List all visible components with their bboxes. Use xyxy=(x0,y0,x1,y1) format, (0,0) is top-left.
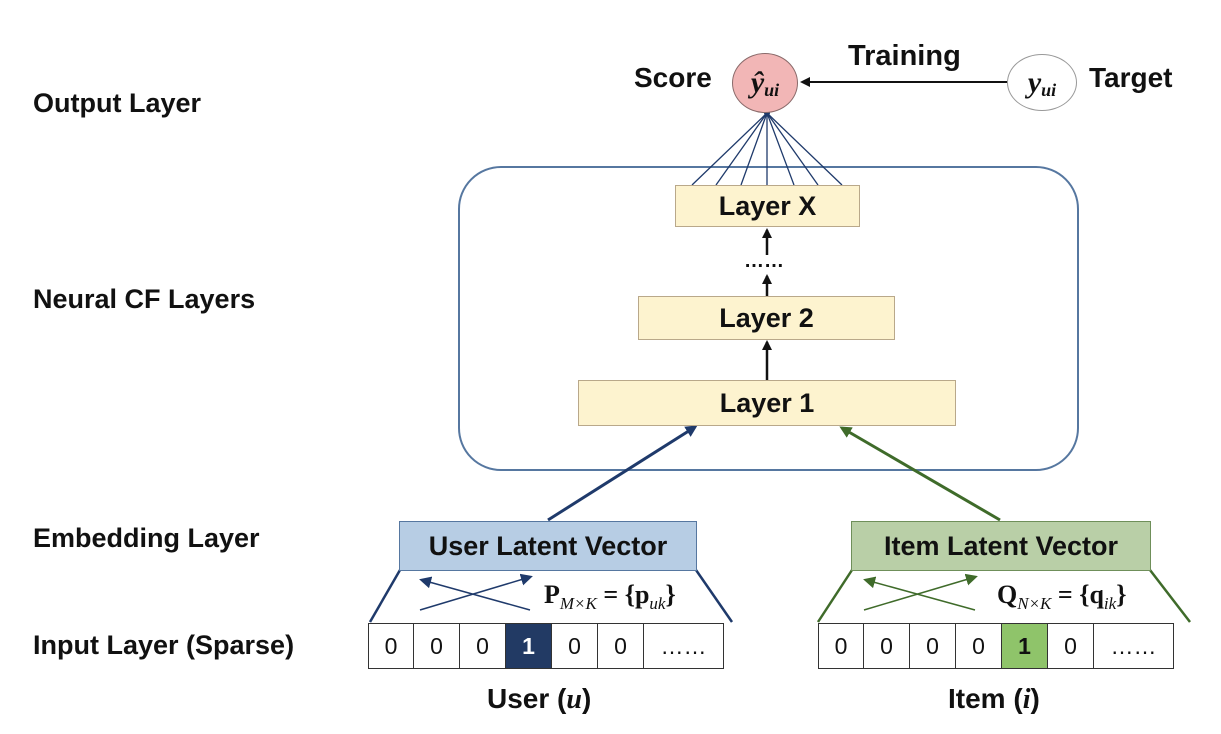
user-to-layer1-arrow xyxy=(547,425,698,522)
user-input-active-cell: 1 xyxy=(506,623,552,669)
item-embedding-cross-arrows xyxy=(863,573,978,611)
item-matrix-symbol: Q xyxy=(997,580,1018,609)
item-input-cell: 0 xyxy=(910,623,956,669)
item-caption-suffix: ) xyxy=(1030,683,1040,714)
input-layer-label: Input Layer (Sparse) xyxy=(33,630,295,660)
user-embedding-formula: PM×K = {puk} xyxy=(544,580,676,614)
item-input-cell: …… xyxy=(1094,623,1174,669)
score-fan-lines xyxy=(691,112,843,186)
item-input-cell: 0 xyxy=(818,623,864,669)
item-caption-prefix: Item ( xyxy=(948,683,1023,714)
user-set-close: } xyxy=(665,580,676,609)
item-embedding-formula: QN×K = {qik} xyxy=(997,580,1126,614)
user-caption-prefix: User ( xyxy=(487,683,567,714)
score-subscript: ui xyxy=(764,80,780,101)
user-input-cell: …… xyxy=(644,623,724,669)
score-node: ŷui xyxy=(732,53,798,113)
user-matrix-dims: M×K xyxy=(559,594,597,614)
layer-1-box: Layer 1 xyxy=(578,380,956,426)
item-elem-subscript: ik xyxy=(1103,594,1117,614)
training-label: Training xyxy=(848,40,961,72)
embedding-layer-label: Embedding Layer xyxy=(33,523,260,553)
item-set-open: = { xyxy=(1051,580,1090,609)
user-elem-subscript: uk xyxy=(649,594,666,614)
neural-cf-container xyxy=(458,166,1079,471)
score-symbol: ŷ xyxy=(750,66,765,99)
item-set-close: } xyxy=(1116,580,1127,609)
layer-x-box: Layer X xyxy=(675,185,860,227)
target-subscript: ui xyxy=(1041,80,1057,101)
item-caption: Item (i) xyxy=(948,683,1040,716)
user-elem-symbol: p xyxy=(634,580,650,609)
user-input-cell: 0 xyxy=(552,623,598,669)
user-matrix-symbol: P xyxy=(544,580,560,609)
user-embedding-cross-arrows xyxy=(419,573,533,611)
user-caption-suffix: ) xyxy=(581,683,592,714)
user-caption-variable: u xyxy=(566,684,582,715)
user-embedding-trapezoid xyxy=(368,569,734,623)
target-label: Target xyxy=(1089,62,1173,93)
user-latent-vector: User Latent Vector xyxy=(399,521,697,571)
item-input-cell: 0 xyxy=(956,623,1002,669)
item-matrix-dims: N×K xyxy=(1017,594,1052,614)
score-label: Score xyxy=(634,62,712,93)
item-elem-symbol: q xyxy=(1089,580,1104,609)
target-symbol: y xyxy=(1027,66,1042,99)
item-embedding-trapezoid xyxy=(816,569,1191,623)
output-layer-label: Output Layer xyxy=(33,88,202,118)
item-caption-variable: i xyxy=(1022,684,1031,715)
user-input-cell: 0 xyxy=(414,623,460,669)
layer-2-box: Layer 2 xyxy=(638,296,895,340)
item-input-cell: 0 xyxy=(1048,623,1094,669)
user-input-cell: 0 xyxy=(368,623,414,669)
target-node: yui xyxy=(1007,54,1077,111)
item-to-layer1-arrow xyxy=(839,426,1001,522)
user-set-open: = { xyxy=(596,580,635,609)
item-input-cell: 0 xyxy=(864,623,910,669)
item-latent-vector: Item Latent Vector xyxy=(851,521,1151,571)
neural-cf-layers-label: Neural CF Layers xyxy=(33,284,256,314)
user-caption: User (u) xyxy=(487,683,591,716)
layer-ellipsis: …… xyxy=(744,250,784,272)
item-input-active-cell: 1 xyxy=(1002,623,1048,669)
user-input-cell: 0 xyxy=(598,623,644,669)
user-input-cell: 0 xyxy=(460,623,506,669)
